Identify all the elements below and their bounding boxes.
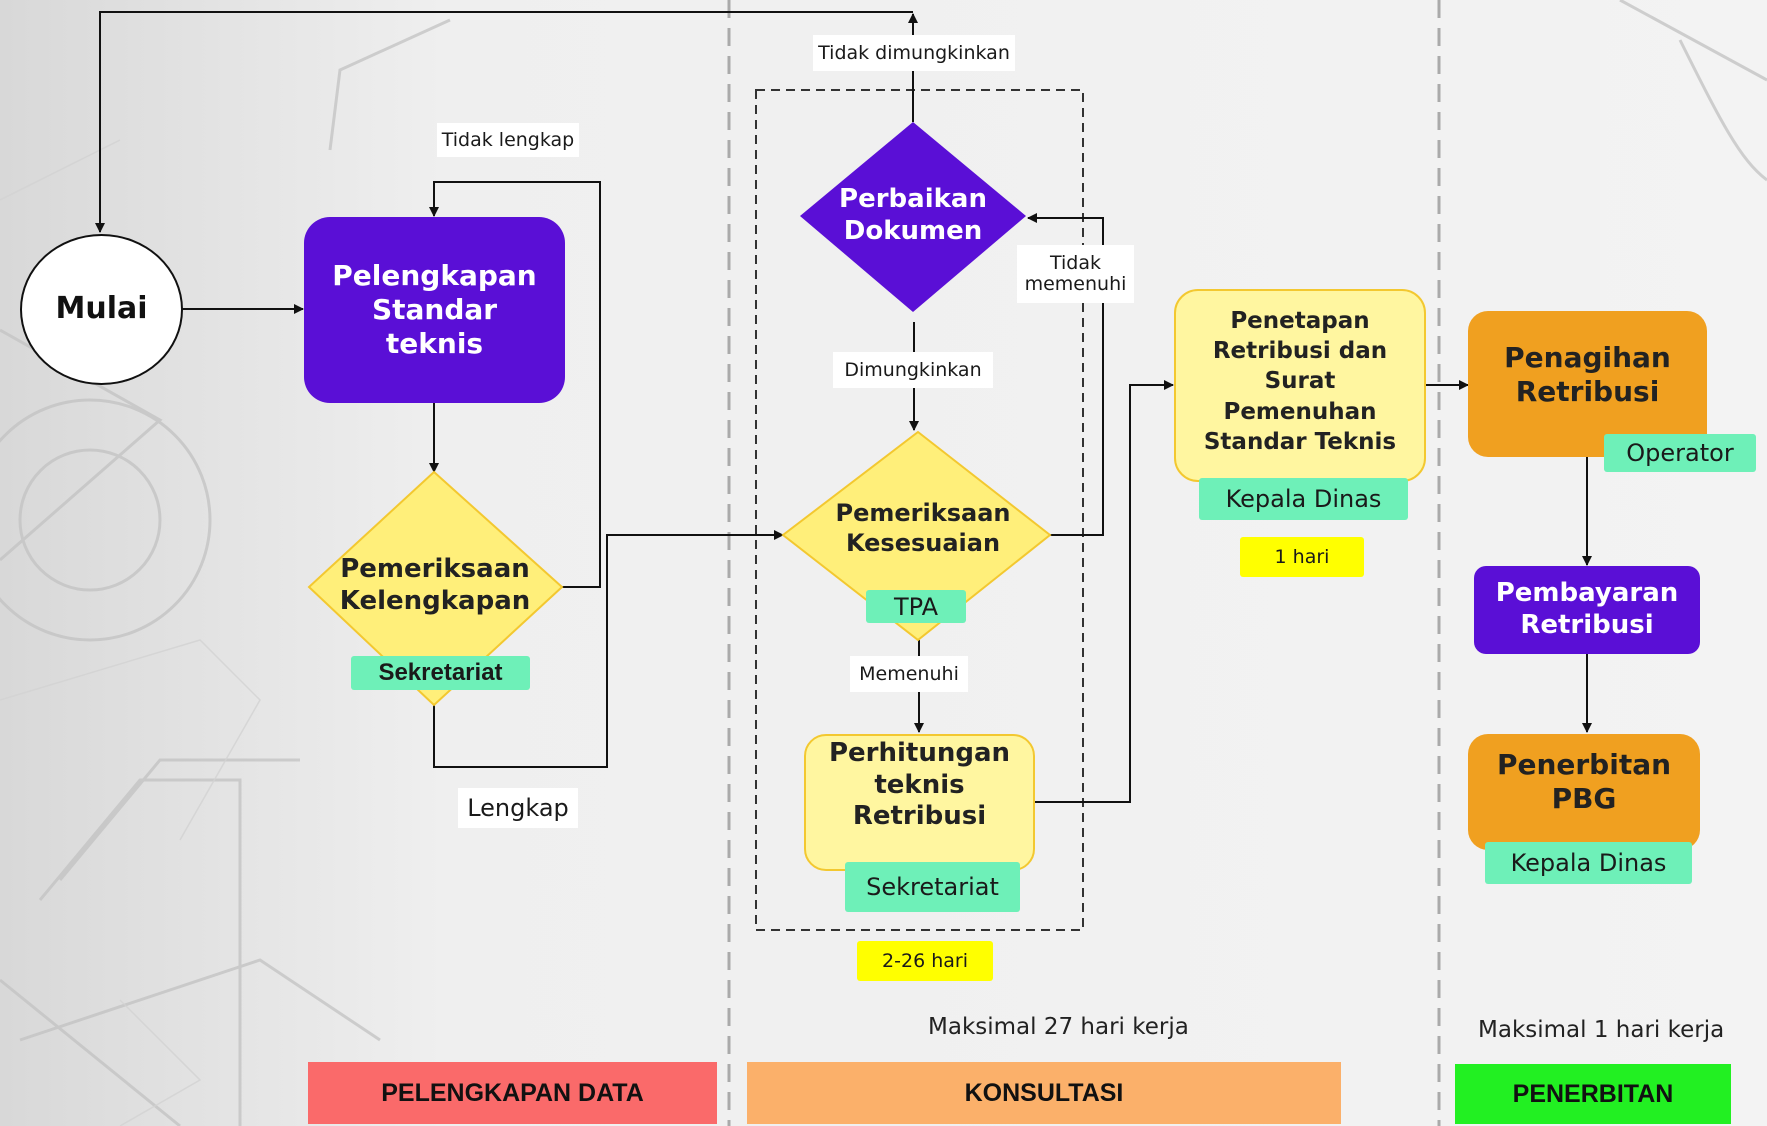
role-kepala-dinas-penerbitan: Kepala Dinas	[1485, 842, 1692, 884]
perbaikan-dokumen-node[interactable]: Perbaikan Dokumen	[818, 175, 1008, 255]
penetapan-retribusi-label: Penetapan Retribusi dan Surat Pemenuhan …	[1203, 307, 1397, 456]
role-operator: Operator	[1604, 434, 1756, 472]
konsultasi-group-box	[755, 89, 1084, 931]
pemeriksaan-kesesuaian-diamond	[781, 430, 1052, 642]
role-tpa: TPA	[866, 590, 966, 623]
edge-label-dimungkinkan: Dimungkinkan	[833, 352, 993, 388]
note-maks-penerbitan: Maksimal 1 hari kerja	[1478, 1017, 1725, 1043]
duration-1-hari: 1 hari	[1240, 537, 1364, 577]
edge-label-memenuhi: Memenuhi	[850, 656, 968, 692]
pemeriksaan-kesesuaian-label: Pemeriksaan Kesesuaian	[835, 498, 1011, 557]
start-node[interactable]: Mulai	[20, 234, 183, 385]
role-kepala-dinas-penetapan: Kepala Dinas	[1199, 478, 1408, 520]
note-maks-konsultasi: Maksimal 27 hari kerja	[928, 1014, 1189, 1040]
edge-tidak-lengkap-loop	[429, 181, 601, 588]
phase-penerbitan: PENERBITAN	[1455, 1064, 1731, 1124]
duration-2-26-hari: 2-26 hari	[857, 941, 993, 981]
role-sekretariat-perhitungan: Sekretariat	[845, 862, 1020, 912]
penagihan-retribusi-box[interactable]: Penagihan Retribusi	[1468, 311, 1707, 457]
penerbitan-pbg-label: Penerbitan PBG	[1496, 747, 1672, 815]
perbaikan-dokumen-diamond	[800, 122, 1026, 312]
edge-label-lengkap: Lengkap	[458, 788, 578, 828]
edge-tidak-memenuhi-loop	[1027, 213, 1104, 536]
perhitungan-retribusi-label: Perhitungan teknis Retribusi	[828, 737, 1011, 832]
edge-label-tidak-dimungkinkan: Tidak dimungkinkan	[813, 35, 1015, 71]
edge-label-tidak-memenuhi: Tidak memenuhi	[1017, 245, 1134, 303]
pemeriksaan-kesesuaian-node[interactable]: Pemeriksaan Kesesuaian	[813, 485, 1033, 570]
penetapan-retribusi-box[interactable]: Penetapan Retribusi dan Surat Pemenuhan …	[1174, 289, 1426, 482]
edge-label-tidak-lengkap: Tidak lengkap	[437, 123, 579, 157]
perbaikan-dokumen-label: Perbaikan Dokumen	[839, 183, 987, 247]
pembayaran-retribusi-label: Pembayaran Retribusi	[1495, 578, 1679, 640]
pembayaran-retribusi-box[interactable]: Pembayaran Retribusi	[1474, 566, 1700, 654]
perhitungan-retribusi-box[interactable]: Perhitungan teknis Retribusi	[804, 734, 1035, 871]
pemeriksaan-kelengkapan-diamond	[307, 470, 564, 707]
edge-perhitungan-penetapan	[1035, 380, 1174, 803]
penerbitan-pbg-box[interactable]: Penerbitan PBG	[1468, 734, 1700, 850]
pemeriksaan-kelengkapan-node[interactable]: Pemeriksaan Kelengkapan	[330, 540, 540, 630]
edge-top-to-mulai	[95, 11, 913, 233]
edge-lengkap	[433, 530, 784, 768]
penagihan-retribusi-label: Penagihan Retribusi	[1504, 340, 1671, 408]
phase-konsultasi: KONSULTASI	[747, 1062, 1341, 1124]
pemeriksaan-kelengkapan-label: Pemeriksaan Kelengkapan	[339, 553, 531, 617]
pelengkapan-standar-teknis-label: Pelengkapan Standar teknis	[332, 258, 537, 361]
role-sekretariat-kelengkapan: Sekretariat	[351, 656, 530, 690]
pelengkapan-standar-teknis-box[interactable]: Pelengkapan Standar teknis	[304, 217, 565, 403]
phase-pelengkapan-data: PELENGKAPAN DATA	[308, 1062, 717, 1124]
start-label: Mulai	[55, 291, 148, 327]
